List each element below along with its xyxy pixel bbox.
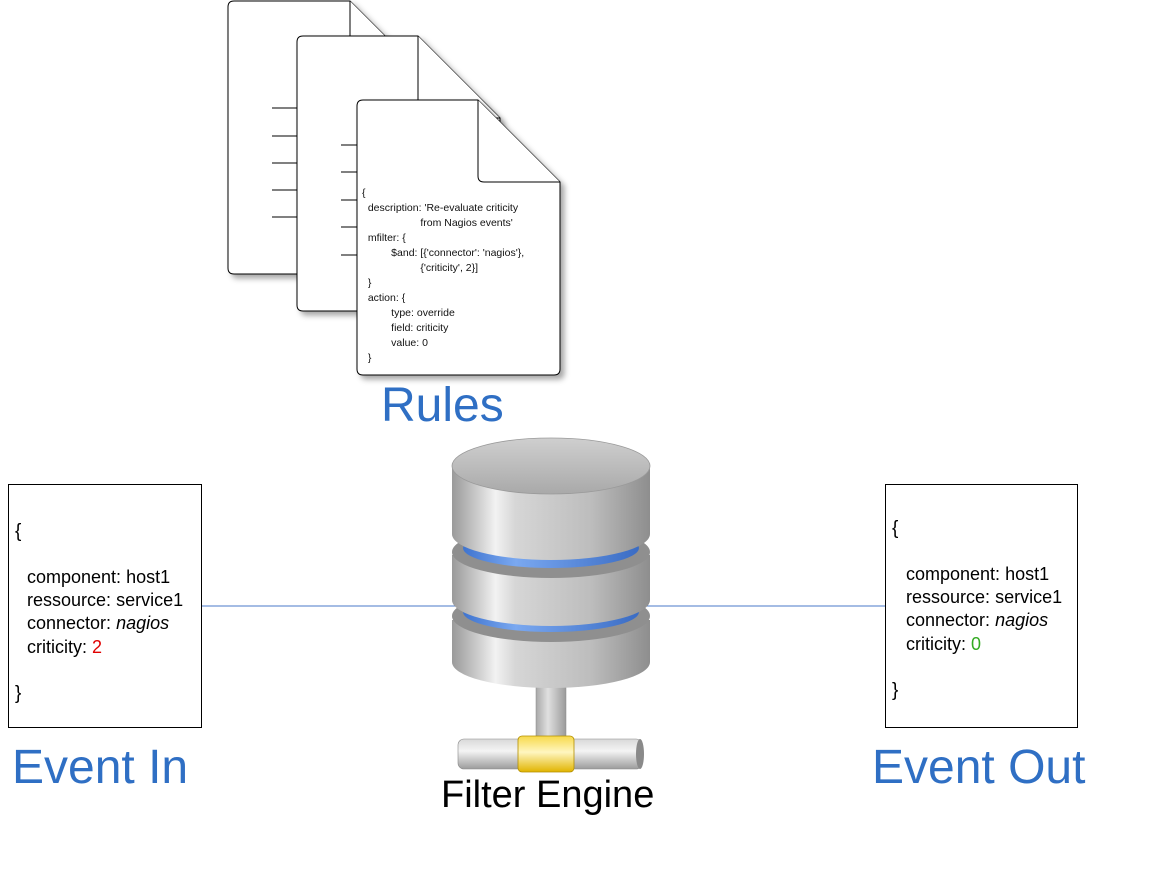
rule-code-block: { description: 'Re-evaluate criticity fr…	[362, 186, 558, 366]
event-out-criticity: criticity: 0	[906, 633, 981, 656]
database-server-icon	[451, 437, 651, 773]
event-in-ressource: ressource: service1	[27, 589, 183, 612]
rule-code-line: type: override	[362, 307, 455, 319]
event-in-connector-value: nagios	[116, 613, 170, 633]
rule-code-line: {'criticity', 2}]	[362, 262, 479, 274]
filter-engine-title: Filter Engine	[441, 774, 655, 816]
event-out-close-brace: }	[892, 680, 899, 701]
event-in-ressource-value: service1	[116, 590, 184, 610]
event-in-ressource-label: ressource:	[27, 590, 112, 610]
event-out-ressource-value: service1	[995, 587, 1063, 607]
rule-code-line: field: criticity	[362, 322, 449, 334]
event-in-open-brace: {	[15, 521, 22, 542]
rule-code-line: $and: [{'connector': 'nagios'},	[362, 247, 525, 259]
event-in-criticity-value: 2	[92, 637, 103, 657]
event-out-box: { component: host1 ressource: service1 c…	[885, 484, 1078, 728]
event-out-ressource: ressource: service1	[906, 586, 1062, 609]
event-out-criticity-value: 0	[971, 634, 982, 654]
event-out-criticity-label: criticity:	[906, 634, 966, 654]
event-out-ressource-label: ressource:	[906, 587, 991, 607]
event-in-component: component: host1	[27, 566, 170, 589]
rule-code-line: description: 'Re-evaluate criticity	[362, 202, 519, 214]
event-in-box: { component: host1 ressource: service1 c…	[8, 484, 202, 728]
event-out-component-label: component:	[906, 564, 1001, 584]
rule-document-front	[356, 99, 561, 376]
event-in-connector: connector: nagios	[27, 612, 169, 635]
event-out-open-brace: {	[892, 518, 899, 539]
event-out-connector-value: nagios	[995, 610, 1049, 630]
rule-code-line: action: {	[362, 292, 406, 304]
event-in-component-label: component:	[27, 567, 122, 587]
rule-code-line: {	[362, 187, 366, 199]
event-in-close-brace: }	[15, 683, 22, 704]
event-in-criticity: criticity: 2	[27, 636, 102, 659]
rule-code-line: }	[362, 352, 372, 364]
event-in-title: Event In	[12, 741, 189, 794]
rule-code-line: mfilter: {	[362, 232, 406, 244]
rule-code-line: }	[362, 277, 372, 289]
rule-code-line: from Nagios events'	[362, 217, 513, 229]
rules-title: Rules	[381, 379, 504, 432]
event-out-component: component: host1	[906, 563, 1049, 586]
event-in-connector-label: connector:	[27, 613, 112, 633]
event-in-criticity-label: criticity:	[27, 637, 87, 657]
rule-code-line: value: 0	[362, 337, 428, 349]
event-out-title: Event Out	[872, 741, 1086, 794]
event-out-component-value: host1	[1005, 564, 1050, 584]
event-out-connector-label: connector:	[906, 610, 991, 630]
event-out-connector: connector: nagios	[906, 609, 1048, 632]
event-in-component-value: host1	[126, 567, 171, 587]
